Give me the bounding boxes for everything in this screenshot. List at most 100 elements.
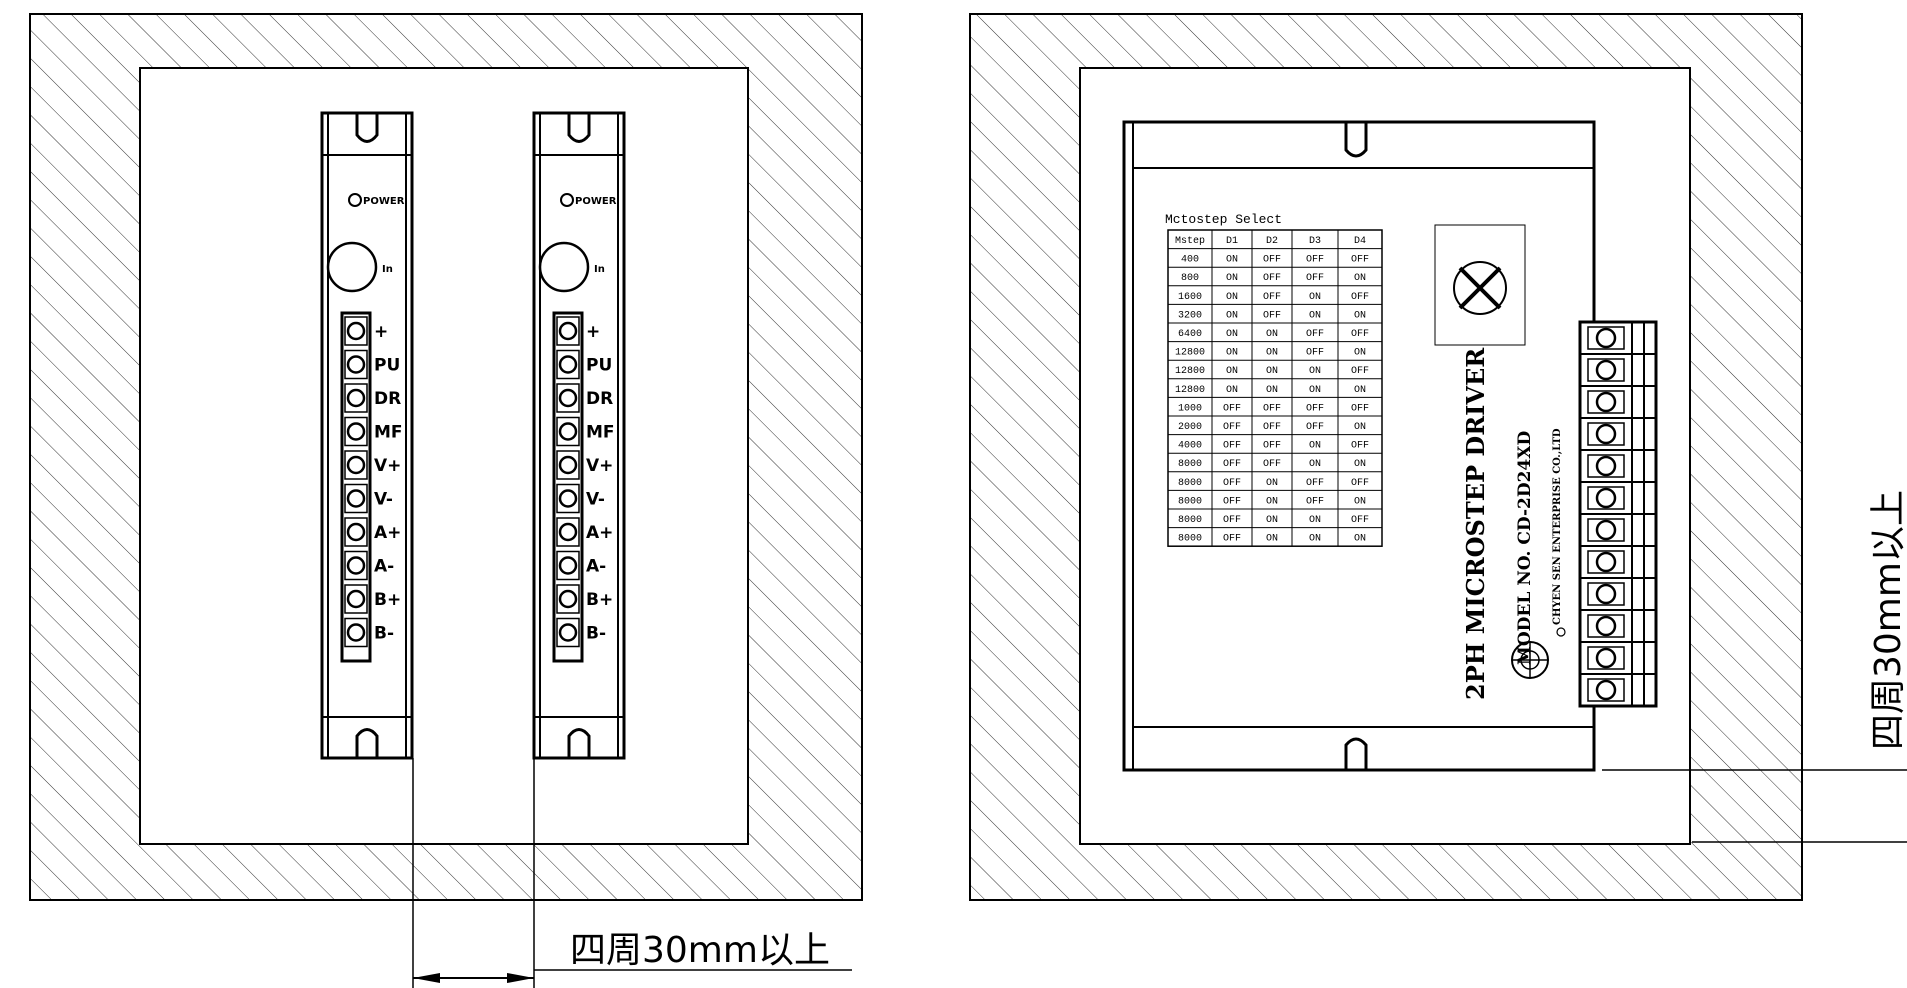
terminal-screw-icon	[1595, 615, 1617, 637]
terminal-screw-icon	[1595, 487, 1617, 509]
terminal-screw-icon	[346, 422, 366, 441]
table-cell: ON	[1309, 366, 1321, 377]
terminal-box	[344, 584, 368, 614]
terminal-label: A-	[374, 557, 394, 577]
table-cell: 12800	[1175, 348, 1205, 359]
terminal-label: V-	[374, 490, 393, 510]
clearance-dimension: 四周30mm以上	[412, 758, 852, 988]
table-cell: ON	[1266, 348, 1278, 359]
table-cell: ON	[1354, 459, 1366, 470]
terminal-screw-icon	[558, 489, 578, 508]
terminal-box	[344, 349, 368, 380]
table-cell: 6400	[1178, 329, 1202, 340]
terminal-box	[344, 450, 368, 480]
terminal-box	[556, 316, 580, 346]
terminal-screw-icon	[558, 455, 578, 475]
table-cell: OFF	[1263, 403, 1281, 414]
terminal-label: B+	[586, 590, 613, 610]
table-cell: ON	[1309, 515, 1321, 526]
table-cell: ON	[1354, 496, 1366, 507]
table-cell: OFF	[1351, 366, 1369, 377]
terminal-screw-icon	[346, 556, 366, 575]
table-cell: 1000	[1178, 403, 1202, 414]
table-cell: OFF	[1306, 403, 1324, 414]
table-cell: OFF	[1223, 496, 1241, 507]
table-cell: OFF	[1351, 515, 1369, 526]
mounting-slot-icon	[355, 728, 379, 758]
power-led-icon	[560, 193, 574, 207]
table-header-cell: D4	[1354, 236, 1366, 247]
table-cell: 12800	[1175, 385, 1205, 396]
table-cell: ON	[1266, 496, 1278, 507]
terminal-screw-icon	[346, 388, 366, 408]
terminal-box	[1587, 486, 1625, 510]
table-cell: OFF	[1351, 478, 1369, 489]
dial-label: In	[594, 264, 605, 275]
rotary-switch	[1434, 224, 1526, 346]
terminal-label: B+	[374, 590, 401, 610]
table-cell: OFF	[1263, 255, 1281, 266]
table-cell: ON	[1309, 534, 1321, 545]
terminal-screw-icon	[346, 321, 366, 341]
terminal-box	[1587, 518, 1625, 542]
table-cell: ON	[1266, 515, 1278, 526]
terminal-screw-icon	[558, 589, 578, 609]
driver-title: 2PH MICROSTEP DRIVER	[1461, 347, 1490, 700]
terminal-screw-icon	[1595, 391, 1617, 413]
mounting-slot-icon	[567, 728, 591, 758]
table-cell: 8000	[1178, 534, 1202, 545]
table-cell: OFF	[1223, 441, 1241, 452]
terminal-box	[1587, 550, 1625, 574]
terminal-box	[344, 517, 368, 547]
rotary-dial-icon	[1453, 261, 1507, 315]
terminal-box	[556, 349, 580, 380]
mounting-slot-icon	[567, 113, 591, 143]
table-cell: 12800	[1175, 366, 1205, 377]
terminal-box	[556, 483, 580, 514]
table-header-cell: Mstep	[1175, 236, 1205, 247]
table-cell: OFF	[1306, 273, 1324, 284]
table-cell: 8000	[1178, 459, 1202, 470]
table-cell: OFF	[1351, 292, 1369, 303]
table-cell: 1600	[1178, 292, 1202, 303]
table-cell: OFF	[1223, 459, 1241, 470]
table-cell: OFF	[1223, 515, 1241, 526]
table-cell: OFF	[1306, 348, 1324, 359]
terminal-label: A+	[586, 523, 613, 543]
terminal-screw-icon	[1595, 327, 1617, 349]
terminal-screw-icon	[346, 623, 366, 642]
terminal-box	[1587, 678, 1625, 702]
terminal-box	[1587, 422, 1625, 446]
table-frame	[1167, 229, 1383, 547]
table-cell: OFF	[1263, 422, 1281, 433]
terminal-label: A-	[586, 557, 606, 577]
table-cell: OFF	[1263, 292, 1281, 303]
table-cell: ON	[1309, 292, 1321, 303]
terminal-box	[556, 450, 580, 480]
table-cell: ON	[1226, 385, 1238, 396]
power-led-icon	[348, 193, 362, 207]
power-label: POWER	[575, 196, 617, 207]
table-cell: ON	[1226, 329, 1238, 340]
current-dial-icon	[326, 241, 378, 293]
terminal-label: B-	[586, 624, 606, 644]
arrow-left-icon	[413, 973, 440, 983]
terminal-label: V+	[586, 456, 613, 476]
table-title: Mctostep Select	[1165, 212, 1282, 227]
terminal-screw-icon	[346, 455, 366, 475]
table-cell: 2000	[1178, 422, 1202, 433]
terminal-screw-icon	[346, 489, 366, 508]
table-cell: OFF	[1263, 310, 1281, 321]
terminal-label: +	[586, 322, 600, 342]
registered-mark-icon	[1556, 627, 1566, 637]
company-name: CHYEN SEN ENTERPRISE CO.,LTD	[1552, 428, 1563, 625]
table-header-cell: D2	[1266, 236, 1278, 247]
terminal-box	[344, 483, 368, 514]
table-cell: ON	[1309, 385, 1321, 396]
terminal-block	[340, 311, 372, 663]
table-cell: OFF	[1306, 478, 1324, 489]
terminal-box	[1587, 326, 1625, 350]
